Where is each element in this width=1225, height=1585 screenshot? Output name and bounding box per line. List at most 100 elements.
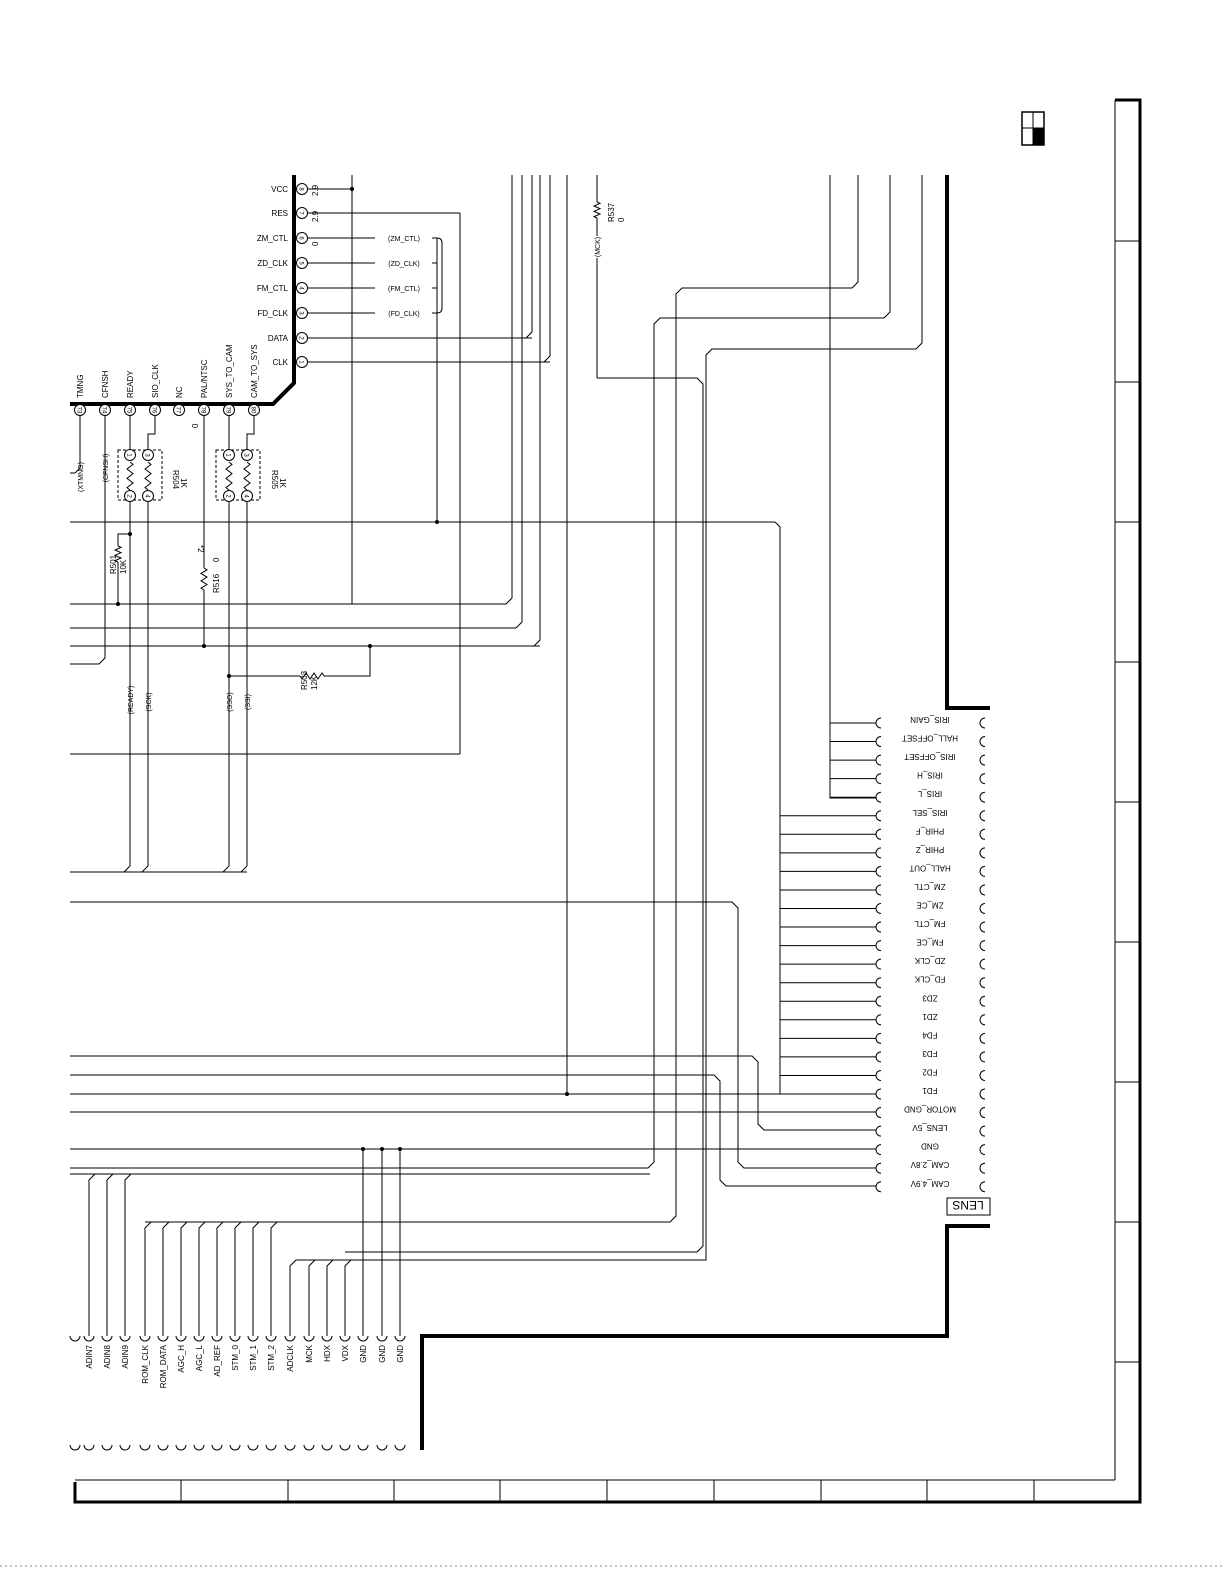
lens-pin-socket	[979, 977, 986, 989]
bottom-pin-socket	[101, 1444, 113, 1451]
lens-pin-socket	[979, 810, 986, 822]
resistor-r501	[113, 545, 123, 563]
bottom-pin-socket	[303, 1444, 315, 1451]
r505-pin-2-circle	[223, 490, 235, 502]
net-label-zm_ctl: (ZM_CTL)	[388, 236, 420, 243]
bottom-pin-label: GND	[396, 1345, 405, 1363]
lens-pin-socket	[875, 1107, 882, 1119]
r504-pin-1-number: 1	[126, 453, 132, 457]
bottom-pin-label: AD_REF	[213, 1345, 222, 1377]
resistor-r537-ref: R537	[607, 202, 616, 222]
lens-pin-socket	[875, 1181, 882, 1193]
lens-pin-socket	[875, 847, 882, 859]
lens-pin-socket	[979, 1069, 986, 1081]
lens-pin-label: PHIR_Z	[916, 845, 945, 854]
r504-pin-2-circle	[124, 490, 136, 502]
lens-pin-label: FD3	[922, 1049, 938, 1058]
lens-pin-socket	[875, 1144, 882, 1156]
bottom-pin-label: ADCLK	[286, 1344, 295, 1371]
r505-pin-1-number: 1	[225, 453, 231, 457]
ic-right-pin-8-number: 8	[298, 187, 304, 191]
bottom-pin-socket	[303, 1335, 315, 1342]
bottom-pin-socket	[193, 1335, 205, 1342]
ic-right-pin-5-number: 5	[298, 261, 304, 265]
ic-right-pin-label: RES	[272, 209, 288, 218]
lens-pin-socket	[979, 773, 986, 785]
lens-pin-label: IRIS_SEL	[912, 808, 948, 817]
lens-pin-label: LENS_5V	[912, 1123, 948, 1132]
ic-top-pin-78-number: 78	[200, 407, 206, 414]
bottom-pin-label: AGC_L	[195, 1344, 204, 1371]
ic-right-pin-2-circle	[296, 332, 308, 344]
junction-dot	[368, 644, 372, 648]
lens-pin-label: FM_CE	[916, 938, 943, 947]
ic-right-pin-2-number: 2	[298, 336, 304, 340]
lens-pin-socket	[875, 1051, 882, 1063]
lens-pin-label: ZM_CTL	[914, 882, 946, 891]
r505-pin-3-circle	[241, 449, 253, 461]
net-label-zd_clk: (ZD_CLK)	[388, 261, 420, 268]
ic-top-pin-77-circle	[173, 404, 185, 416]
ic-right-pin-5-circle	[296, 257, 308, 269]
ic-right-pin-label: ZM_CTL	[257, 234, 289, 243]
junction-dot	[202, 644, 206, 648]
net-label-ssi: (SSI)	[245, 694, 252, 710]
resistor-r537	[592, 201, 602, 219]
r505-pin-3-number: 3	[243, 453, 249, 457]
note-star-2: *2	[196, 545, 205, 553]
bottom-pin-label: VDX	[341, 1344, 350, 1361]
ic-right-pin-3-circle	[296, 307, 308, 319]
lens-pin-socket	[979, 884, 986, 896]
r504-pin-3-circle	[142, 449, 154, 461]
ic-right-pin-label: DATA	[268, 334, 289, 343]
net-label-fm_ctl: (FM_CTL)	[388, 286, 420, 293]
junction-dot	[128, 532, 132, 536]
bottom-pin-label: MCK	[305, 1344, 314, 1362]
lens-pin-socket	[979, 958, 986, 970]
lens-pin-socket	[875, 828, 882, 840]
net-label-xtmng: (XTMNG)	[78, 462, 85, 492]
ic-right-pin-label: CLK	[272, 358, 288, 367]
ic-right-pin-3-number: 3	[298, 311, 304, 315]
lens-pin-socket	[979, 940, 986, 952]
resistor-r501-value: 10K	[119, 559, 128, 574]
lens-pin-socket	[875, 810, 882, 822]
bottom-pin-socket	[394, 1444, 406, 1451]
resistor-r505-ref: R505	[270, 470, 279, 490]
resistor-r516-ref: R516	[212, 573, 221, 593]
lens-pin-label: MOTOR_GND	[904, 1105, 956, 1114]
bottom-pin-socket	[229, 1335, 241, 1342]
bottom-pin-socket	[357, 1444, 369, 1451]
net-label-fd_clk: (FD_CLK)	[388, 311, 420, 318]
bottom-pin-label: ADIN8	[103, 1344, 112, 1368]
ic-right-pin-label: FD_CLK	[257, 309, 288, 318]
lens-pin-socket	[979, 791, 986, 803]
net-label-ready: (READY)	[128, 686, 135, 715]
lens-pin-socket	[979, 1107, 986, 1119]
junction-dot	[350, 187, 354, 191]
lens-pin-label: FM_CTL	[914, 919, 946, 928]
ic-top-pin-80-number: 80	[250, 407, 256, 414]
voltage-label: 0	[191, 423, 200, 428]
lens-pin-label: ZD1	[922, 1012, 938, 1021]
lens-pin-label: HALL_OUT	[909, 863, 950, 872]
lens-pin-socket	[979, 921, 986, 933]
ic-top-pin-label: CAM_TO_SYS	[250, 344, 259, 398]
lens-pin-socket	[875, 1088, 882, 1100]
lens-pin-label: FD2	[922, 1067, 938, 1076]
lens-pin-socket	[875, 773, 882, 785]
lens-pin-socket	[979, 865, 986, 877]
r505-pin-1-circle	[223, 449, 235, 461]
junction-dot	[398, 1147, 402, 1151]
resistor-r505-value: 1K	[278, 478, 287, 488]
ic-right-pin-6-number: 6	[298, 236, 304, 240]
ic-top-pin-label: PAL/NTSC	[200, 359, 209, 398]
lens-pin-label: FD1	[922, 1086, 938, 1095]
bottom-pin-socket	[376, 1335, 388, 1342]
net-label-cfnsh: (CFNSH)	[103, 454, 110, 483]
r505-pin-4-number: 4	[243, 494, 249, 498]
lens-pin-socket	[979, 1125, 986, 1137]
bottom-pin-label: ROM_CLK	[141, 1344, 150, 1383]
bottom-pin-label: ADIN7	[85, 1344, 94, 1368]
lens-pin-socket	[875, 995, 882, 1007]
